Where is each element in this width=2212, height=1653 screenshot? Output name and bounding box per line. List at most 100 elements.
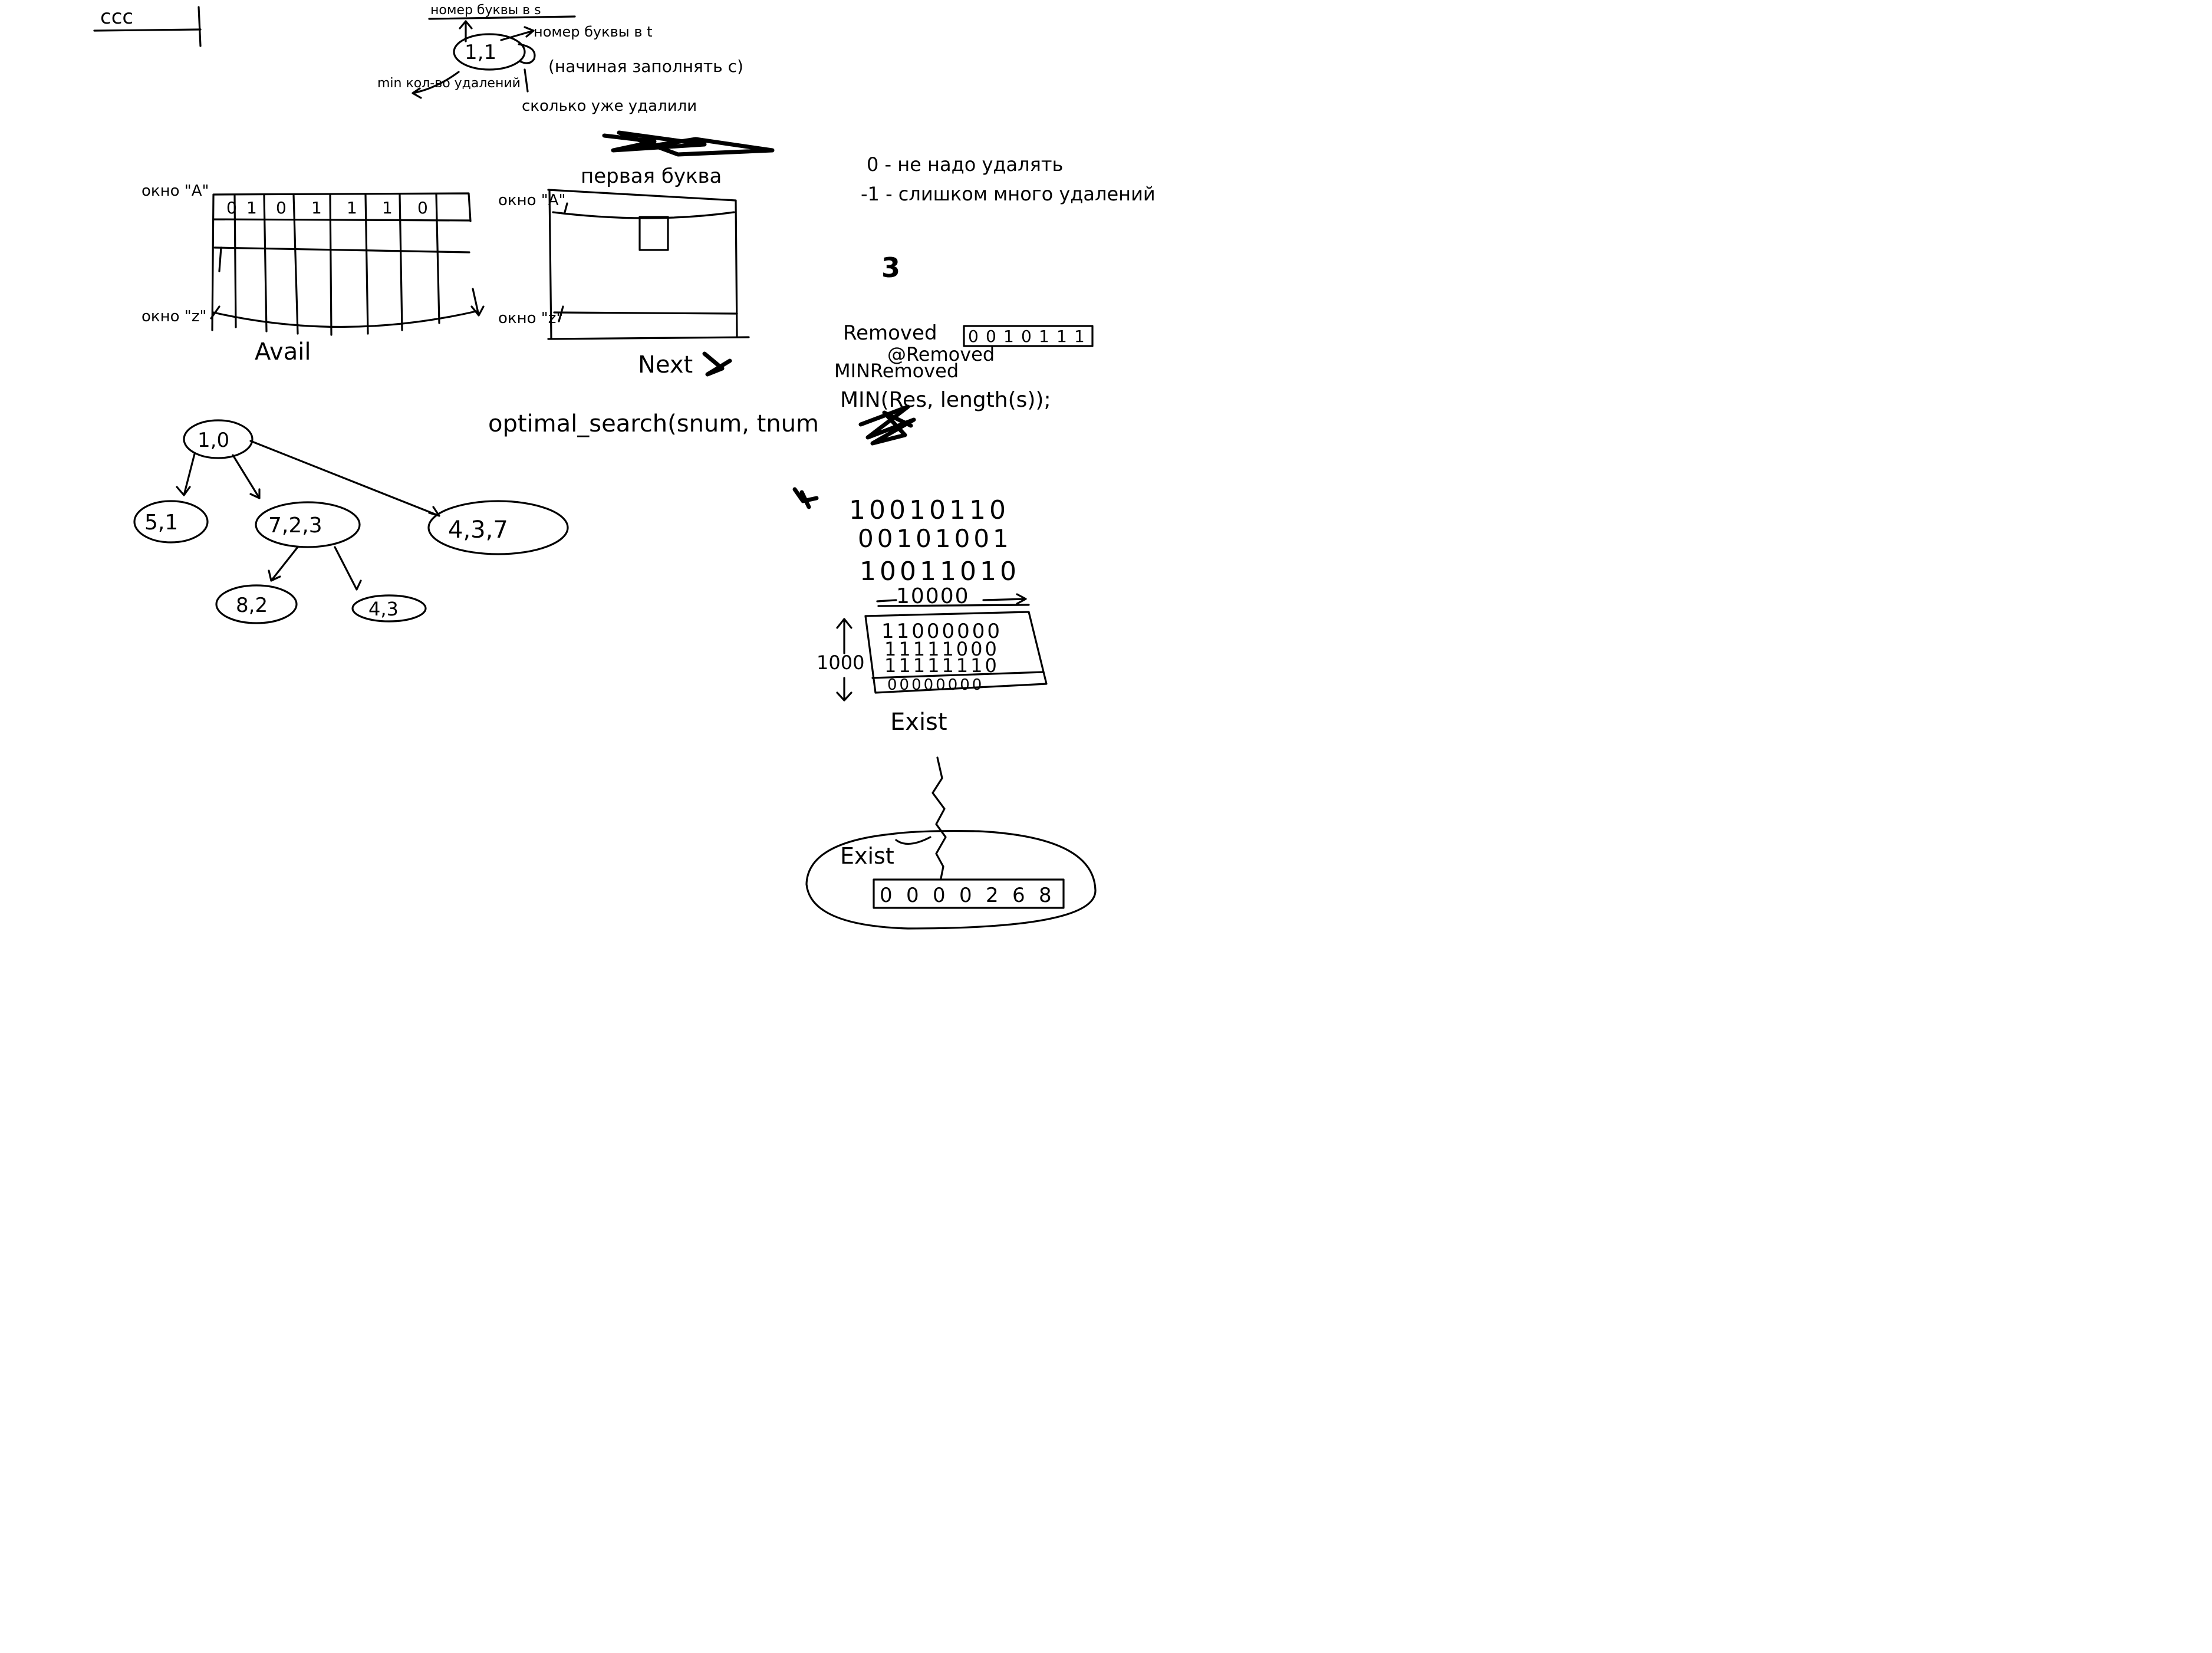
avail-table-columns — [233, 193, 440, 336]
binary-side-label: 1000 — [817, 651, 864, 674]
legend-right-note: (начиная заполнять с) — [548, 57, 743, 76]
next-caption-scribble — [702, 351, 732, 377]
tree-group: 1,0 5,1 7,2,3 4,3,7 8,2 4,3 — [133, 419, 569, 624]
avail-table-group: окно "A" окно "z" 0 1 0 1 1 1 0 Avail — [141, 182, 485, 365]
removed-label: Removed — [843, 321, 937, 345]
avail-arrow-left — [210, 246, 222, 320]
next-table-outline — [547, 189, 750, 340]
tree-child-node-2 — [255, 501, 361, 548]
next-row-bottom-label: окно "z" — [498, 309, 563, 327]
binary-row-1: 10010110 — [849, 495, 1009, 525]
avail-cell-1: 0 — [226, 198, 237, 218]
binary-mask-arrows — [876, 593, 1027, 605]
exist-cell-2: 0 — [906, 884, 919, 907]
removed-cell-4: 0 — [1021, 327, 1032, 346]
legend-below-right: сколько уже удалили — [522, 97, 697, 115]
binary-left-mark — [792, 487, 819, 509]
binary-mask-underline — [877, 604, 1030, 607]
legend-code-0: 0 - не надо удалять — [867, 153, 1063, 176]
exist-cell-1: 0 — [880, 884, 893, 907]
tree-grandchild-label-1: 8,2 — [236, 594, 268, 617]
exist-bubble-group: Exist 0 0 0 0 2 6 8 — [805, 829, 1097, 930]
tree-child-label-1: 5,1 — [144, 511, 178, 535]
legend-pair-group: номер буквы в s номер буквы в t 1,1 (нач… — [377, 3, 743, 115]
header-text: ccc — [100, 5, 133, 29]
pair-ellipse-tail — [518, 43, 536, 64]
squiggle-connector — [895, 756, 947, 880]
legend-below-left: min кол-во удалений — [377, 76, 521, 91]
arrow-to-above-right — [500, 26, 535, 41]
exist-bubble-outline — [805, 829, 1097, 930]
exist-bubble-label: Exist — [840, 843, 894, 869]
tree-root-label: 1,0 — [198, 429, 229, 452]
removed-cell-1: 0 — [968, 327, 979, 346]
removed-group: Removed 0 0 1 0 1 1 1 @Removed MINRemove… — [834, 321, 1094, 412]
removed-array-outline — [963, 325, 1094, 347]
binary-row-3: 10011010 — [860, 557, 1020, 587]
removed-line-4: MIN(Res, length(s)); — [840, 388, 1051, 412]
avail-cell-6: 1 — [382, 198, 393, 218]
function-call-text: optimal_search(snum, tnum — [488, 410, 819, 437]
binary-mask: 10000 — [896, 584, 970, 608]
legend-code-1: -1 - слишком много удалений — [861, 183, 1156, 205]
removed-cell-5: 1 — [1039, 327, 1049, 346]
avail-row-top-label: окно "A" — [141, 182, 209, 200]
binary-grid-row-1: 11000000 — [881, 620, 1002, 643]
binary-grid-row-2: 11111000 — [884, 638, 999, 660]
header-group: ccc — [93, 5, 202, 47]
tree-edge-root-child1 — [176, 453, 196, 496]
tree-root-node — [183, 419, 254, 459]
tree-edge-root-child3 — [249, 440, 440, 517]
function-call-scribble — [858, 404, 916, 446]
next-caption: Next — [638, 351, 693, 378]
removed-cell-6: 1 — [1056, 327, 1067, 346]
tree-edge-child2-grandchild2 — [334, 546, 362, 591]
legend-above-left-underline — [428, 15, 576, 20]
pair-ellipse — [453, 33, 526, 71]
binary-grid-row-3: 11111110 — [884, 654, 999, 677]
avail-cell-3: 0 — [276, 198, 287, 218]
next-table-group: первая буква окно "A" окно "z" Next — [498, 130, 775, 378]
function-call-group: optimal_search(snum, tnum — [488, 404, 916, 446]
binary-side-arrow — [836, 618, 852, 702]
arrow-to-below-left — [412, 71, 460, 99]
binary-grid-outline — [864, 611, 1048, 694]
next-note: первая буква — [581, 164, 722, 188]
tree-edge-root-child2 — [232, 454, 261, 499]
avail-cell-2: 1 — [246, 198, 257, 218]
legend-codes-group: 0 - не надо удалять -1 - слишком много у… — [861, 153, 1156, 284]
legend-above-left: номер буквы в s — [430, 3, 541, 18]
exist-cell-7: 8 — [1039, 884, 1052, 907]
next-inner-box — [638, 216, 669, 251]
header-vertical-bar — [198, 6, 202, 47]
avail-row-bottom-label: окно "z" — [141, 308, 206, 325]
binary-caption: Exist — [890, 709, 947, 736]
avail-cell-7: 0 — [417, 198, 428, 218]
tree-grandchild-label-2: 4,3 — [368, 598, 399, 620]
tree-edge-child2-grandchild1 — [268, 546, 299, 582]
legend-above-right: номер буквы в t — [534, 24, 653, 40]
tree-child-label-2: 7,2,3 — [268, 513, 322, 538]
next-row-top-label: окно "A" — [498, 192, 566, 209]
binary-block-group: 10010110 00101001 10011010 10000 1000 11… — [792, 487, 1048, 736]
avail-cell-5: 1 — [347, 198, 357, 218]
tree-grandchild-node-1 — [215, 584, 298, 624]
tree-child-label-3: 4,3,7 — [448, 516, 508, 544]
exist-cell-4: 0 — [959, 884, 972, 907]
legend-bold-3: 3 — [881, 252, 900, 284]
removed-cell-2: 0 — [986, 327, 996, 346]
exist-cell-6: 6 — [1012, 884, 1025, 907]
binary-grid-row-4: 00000000 — [887, 676, 984, 694]
removed-line-3: MINRemoved — [834, 360, 959, 382]
exist-array-outline — [873, 878, 1065, 909]
avail-caption: Avail — [255, 338, 311, 365]
avail-cell-4: 1 — [311, 198, 322, 218]
exist-cell-3: 0 — [933, 884, 946, 907]
next-arrow-left — [558, 202, 568, 322]
tree-child-node-3 — [427, 500, 569, 555]
header-underline — [93, 28, 202, 32]
exist-cell-5: 2 — [986, 884, 999, 907]
removed-cell-7: 1 — [1074, 327, 1085, 346]
removed-cell-3: 1 — [1003, 327, 1014, 346]
